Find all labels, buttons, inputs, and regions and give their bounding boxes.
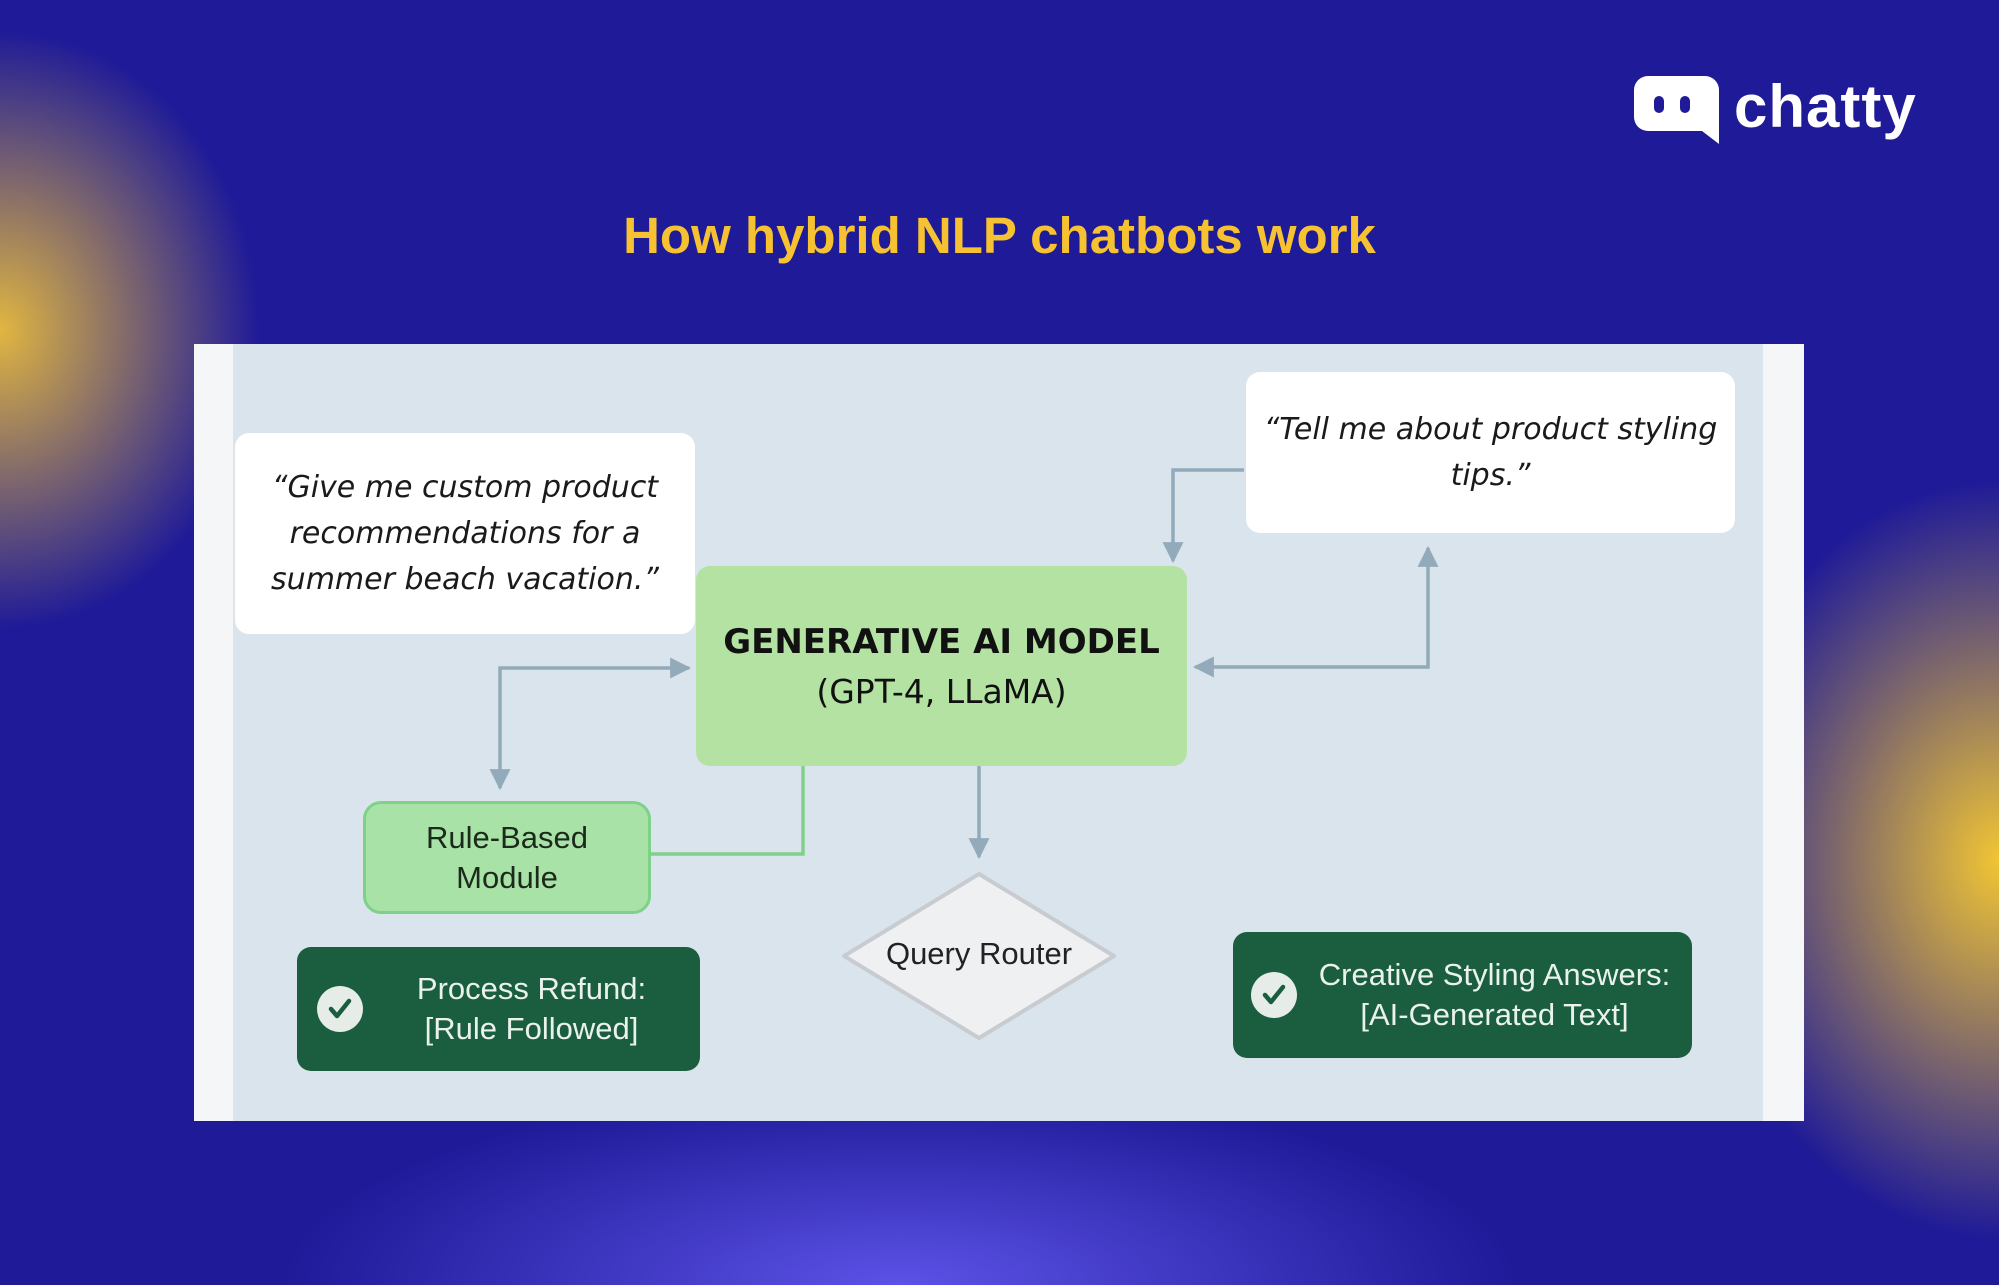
model-subtitle: (GPT-4, LLaMA) bbox=[816, 671, 1067, 711]
brand-logo-text: chatty bbox=[1734, 73, 1917, 140]
check-circle-icon bbox=[1251, 972, 1297, 1018]
arrow-model-rule bbox=[489, 657, 692, 791]
generative-ai-model-node: GENERATIVE AI MODEL (GPT-4, LLaMA) bbox=[696, 566, 1187, 766]
query-router-label: Query Router bbox=[885, 936, 1073, 971]
rule-based-module-node: Rule-Based Module bbox=[363, 801, 651, 914]
rule-module-line1: Rule-Based bbox=[426, 819, 588, 855]
result-left-line1: Process Refund: bbox=[416, 971, 647, 1006]
user-query-custom-recommendations: “Give me custom product recommendations … bbox=[235, 433, 695, 634]
result-right-line1: Creative Styling Answers: bbox=[1318, 957, 1671, 992]
model-title: GENERATIVE AI MODEL bbox=[723, 621, 1160, 662]
result-left-line2: [Rule Followed] bbox=[424, 1011, 639, 1046]
page-title: How hybrid NLP chatbots work bbox=[623, 207, 1376, 264]
user-query-styling-tips: “Tell me about product styling tips.” bbox=[1246, 372, 1735, 533]
check-circle-icon bbox=[317, 986, 363, 1032]
query-router-diamond bbox=[842, 872, 1116, 1040]
rule-module-line2: Module bbox=[456, 859, 558, 895]
chat-bubble-icon bbox=[1634, 76, 1719, 144]
result-creative-styling: Creative Styling Answers: [AI-Generated … bbox=[1233, 932, 1692, 1058]
arrow-quote-right-to-model bbox=[1162, 468, 1244, 564]
connector-model-rule bbox=[651, 766, 805, 856]
arrow-model-quote-right bbox=[1192, 545, 1439, 678]
result-process-refund: Process Refund: [Rule Followed] bbox=[297, 947, 700, 1071]
result-right-line2: [AI-Generated Text] bbox=[1360, 997, 1629, 1032]
